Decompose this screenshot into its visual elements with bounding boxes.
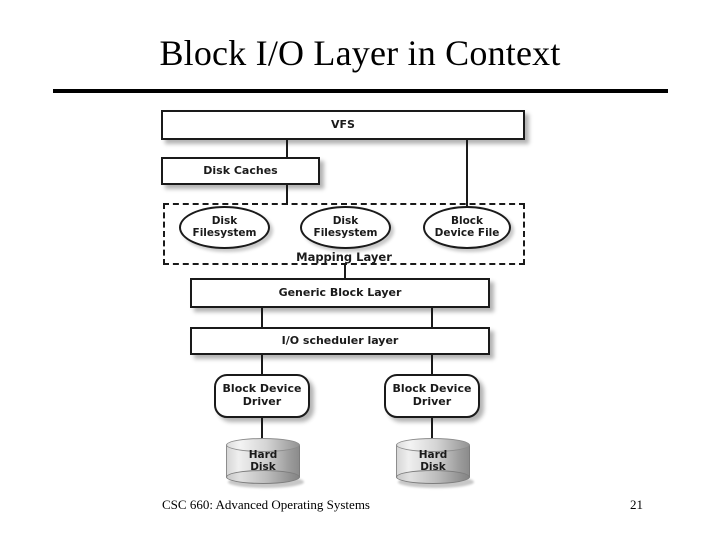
hard-disk-line2: Disk — [420, 461, 446, 473]
mapping-node-line1: Block — [450, 214, 484, 227]
hard-disk-top — [396, 438, 470, 452]
connector-disk-caches-mapping-layer — [286, 185, 288, 205]
mapping-node-disk-filesystem-1: Disk Filesystem — [179, 206, 270, 249]
mapping-layer-label: Mapping Layer — [296, 250, 392, 264]
hard-disk-line1: Hard — [248, 448, 278, 461]
driver-line2: Driver — [412, 395, 452, 408]
hard-disk-bottom — [226, 470, 300, 484]
page-title: Block I/O Layer in Context — [159, 33, 561, 73]
block-io-diagram: VFS Disk Caches Disk Filesystem Disk Fil… — [161, 110, 525, 488]
hard-disk-right: Hard Disk — [396, 438, 474, 488]
hard-disk-label: Hard Disk — [226, 449, 300, 473]
disk-caches-box: Disk Caches — [161, 157, 320, 185]
hard-disk-label: Hard Disk — [396, 449, 470, 473]
block-device-driver-right: Block Device Driver — [384, 374, 480, 418]
mapping-node-line2: Device File — [434, 226, 500, 239]
connector-driver-disk-left — [261, 418, 263, 440]
connector-driver-disk-right — [431, 418, 433, 440]
connector-vfs-block-device-file — [466, 140, 468, 207]
hard-disk-top — [226, 438, 300, 452]
connector-vfs-disk-caches — [286, 140, 288, 157]
block-device-driver-left: Block Device Driver — [214, 374, 310, 418]
mapping-node-line1: Disk — [332, 214, 359, 227]
mapping-node-block-device-file: Block Device File — [423, 206, 511, 249]
mapping-node-line1: Disk — [211, 214, 238, 227]
footer-course: CSC 660: Advanced Operating Systems — [162, 497, 370, 512]
connector-scheduler-driver-left — [261, 355, 263, 374]
driver-line2: Driver — [242, 395, 282, 408]
vfs-box: VFS — [161, 110, 525, 140]
hard-disk-bottom — [396, 470, 470, 484]
hard-disk-line1: Hard — [418, 448, 448, 461]
driver-line1: Block Device — [222, 382, 302, 396]
generic-block-layer-box: Generic Block Layer — [190, 278, 490, 308]
footer-page-number: 21 — [630, 497, 643, 512]
mapping-node-line2: Filesystem — [313, 226, 378, 239]
hard-disk-left: Hard Disk — [226, 438, 304, 488]
mapping-node-disk-filesystem-2: Disk Filesystem — [300, 206, 391, 249]
io-scheduler-layer-box: I/O scheduler layer — [190, 327, 490, 355]
mapping-node-line2: Filesystem — [192, 226, 257, 239]
connector-mapping-generic-block — [344, 265, 346, 278]
connector-generic-scheduler-left — [261, 308, 263, 327]
connector-generic-scheduler-right — [431, 308, 433, 327]
mapping-layer-container — [163, 203, 525, 265]
hard-disk-line2: Disk — [250, 461, 276, 473]
title-divider — [53, 89, 668, 93]
driver-line1: Block Device — [392, 382, 472, 396]
connector-scheduler-driver-right — [431, 355, 433, 374]
